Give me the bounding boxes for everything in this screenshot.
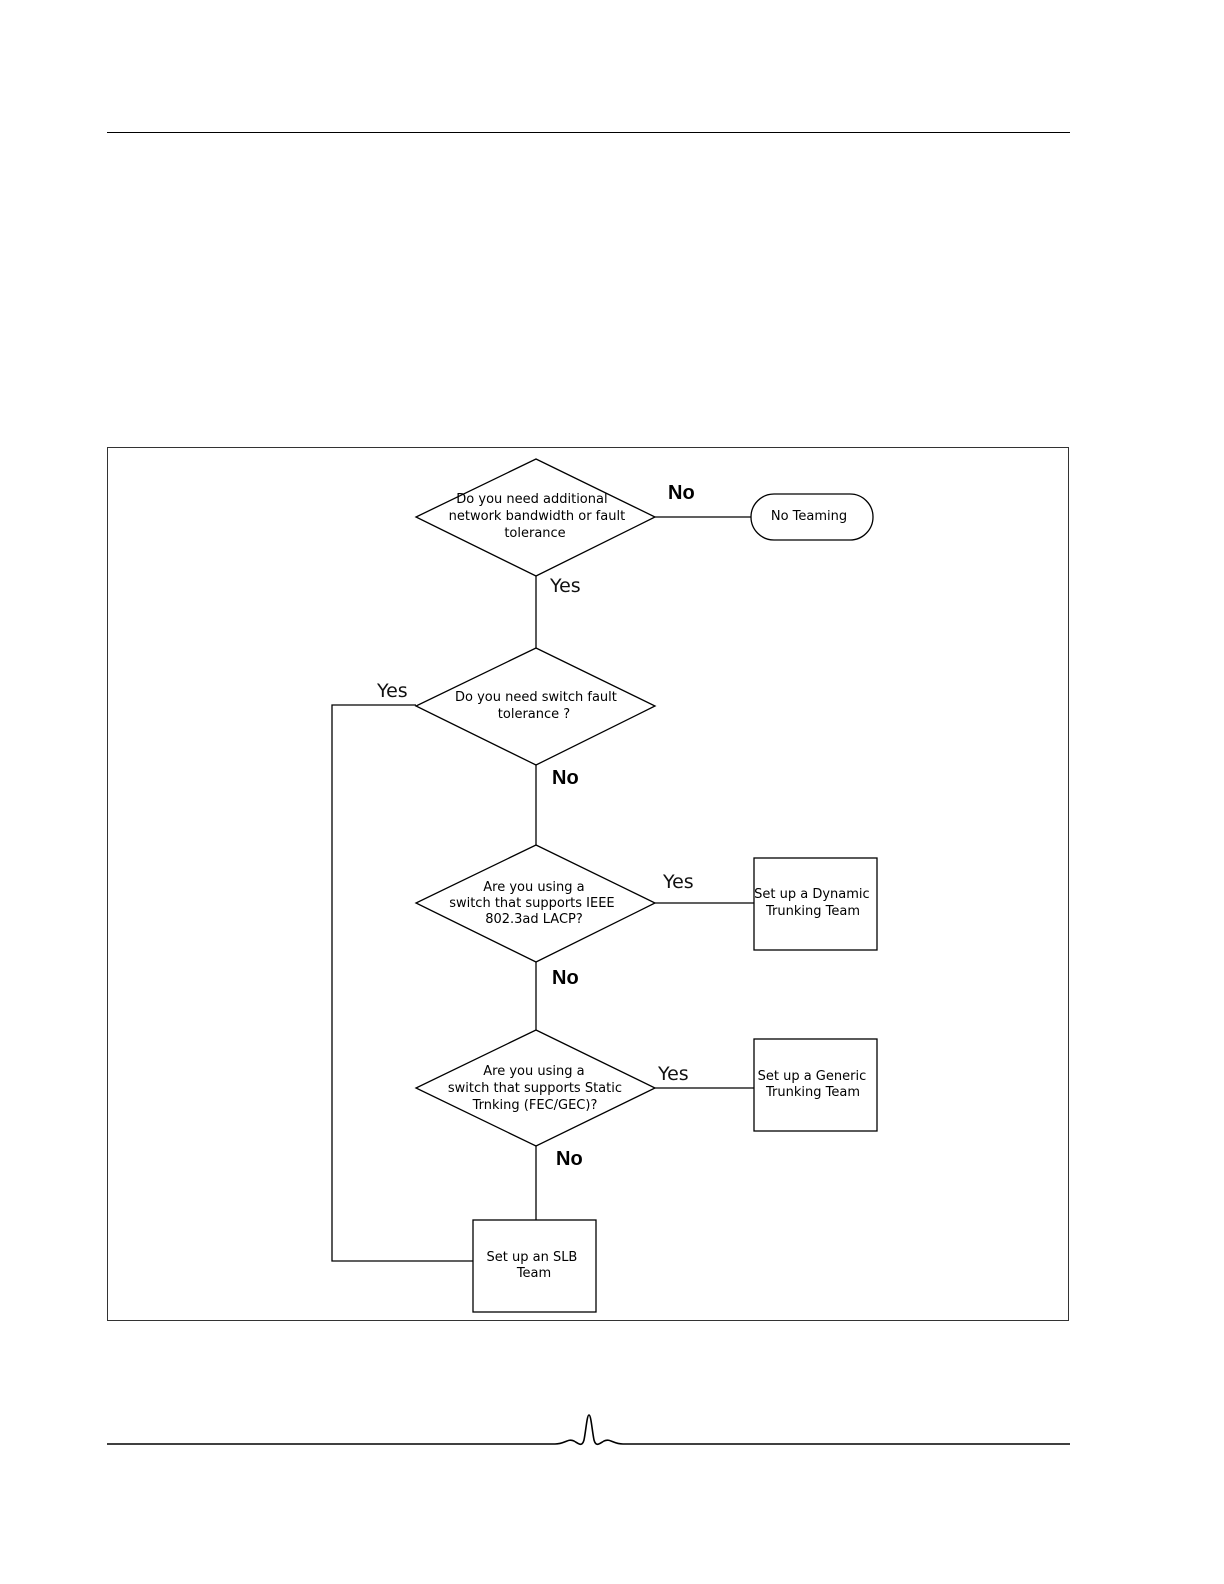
- decision-bandwidth-line-1: Do you need additional: [456, 492, 607, 507]
- process-generic-line-2: Trunking Team: [765, 1085, 860, 1100]
- terminal-no-teaming-text: No Teaming: [771, 509, 847, 524]
- edge-label-bandwidth-yes: Yes: [549, 575, 581, 597]
- decision-bandwidth-text: Do you need additional network bandwidth…: [449, 492, 630, 541]
- decision-bandwidth-shape: [414, 458, 657, 577]
- edge-label-static-no: No: [556, 1148, 583, 1170]
- decision-switch-fault-shape: [414, 647, 657, 766]
- decision-switch-fault-line-1: Do you need switch fault: [455, 690, 617, 705]
- diagram-frame: [107, 447, 1069, 1321]
- process-dynamic-line-2: Trunking Team: [765, 904, 860, 919]
- decision-lacp-text: Are you using a switch that supports IEE…: [449, 880, 619, 927]
- decision-lacp-shape: [414, 844, 657, 963]
- edge-label-bandwidth-no: No: [668, 482, 695, 504]
- footer-waveform-logo: [107, 1414, 1070, 1446]
- decision-lacp-line-1: Are you using a: [483, 880, 584, 895]
- process-dynamic-line-1: Set up a Dynamic: [754, 887, 870, 902]
- edge-label-lacp-no: No: [552, 967, 579, 989]
- edge-label-switch-fault-no: No: [552, 767, 579, 789]
- decision-bandwidth-line-2: network bandwidth or fault: [449, 509, 626, 524]
- process-dynamic-shape: [753, 857, 878, 951]
- decision-lacp-line-3: 802.3ad LACP?: [485, 912, 583, 927]
- edge-label-lacp-yes: Yes: [662, 871, 694, 893]
- process-generic-shape: [753, 1038, 878, 1132]
- edge-label-switch-fault-yes: Yes: [376, 680, 408, 702]
- process-slb-text: Set up an SLB Team: [487, 1250, 582, 1281]
- process-slb-line-2: Team: [516, 1266, 551, 1281]
- terminal-no-teaming-line-1: No Teaming: [771, 509, 847, 524]
- decision-static-line-1: Are you using a: [483, 1064, 584, 1079]
- process-slb-line-1: Set up an SLB: [487, 1250, 578, 1265]
- decision-switch-fault-line-2: tolerance ?: [498, 707, 570, 722]
- decision-lacp-line-2: switch that supports IEEE: [449, 896, 614, 911]
- edge-switch-fault-slb: [331, 704, 473, 1262]
- header-rule: [107, 132, 1070, 133]
- decision-static-line-2: switch that supports Static: [448, 1081, 622, 1096]
- terminal-no-teaming-shape: [750, 493, 874, 541]
- decision-static-shape: [414, 1029, 657, 1147]
- decision-static-line-3: Trnking (FEC/GEC)?: [472, 1098, 598, 1113]
- process-slb-shape: [472, 1219, 597, 1313]
- decision-static-text: Are you using a switch that supports Sta…: [448, 1064, 626, 1113]
- edge-label-static-yes: Yes: [657, 1063, 689, 1085]
- process-dynamic-text: Set up a Dynamic Trunking Team: [754, 887, 874, 919]
- decision-switch-fault-text: Do you need switch fault tolerance ?: [455, 690, 621, 722]
- process-generic-line-1: Set up a Generic: [758, 1069, 867, 1084]
- process-generic-text: Set up a Generic Trunking Team: [758, 1069, 871, 1100]
- decision-bandwidth-line-3: tolerance: [504, 526, 565, 541]
